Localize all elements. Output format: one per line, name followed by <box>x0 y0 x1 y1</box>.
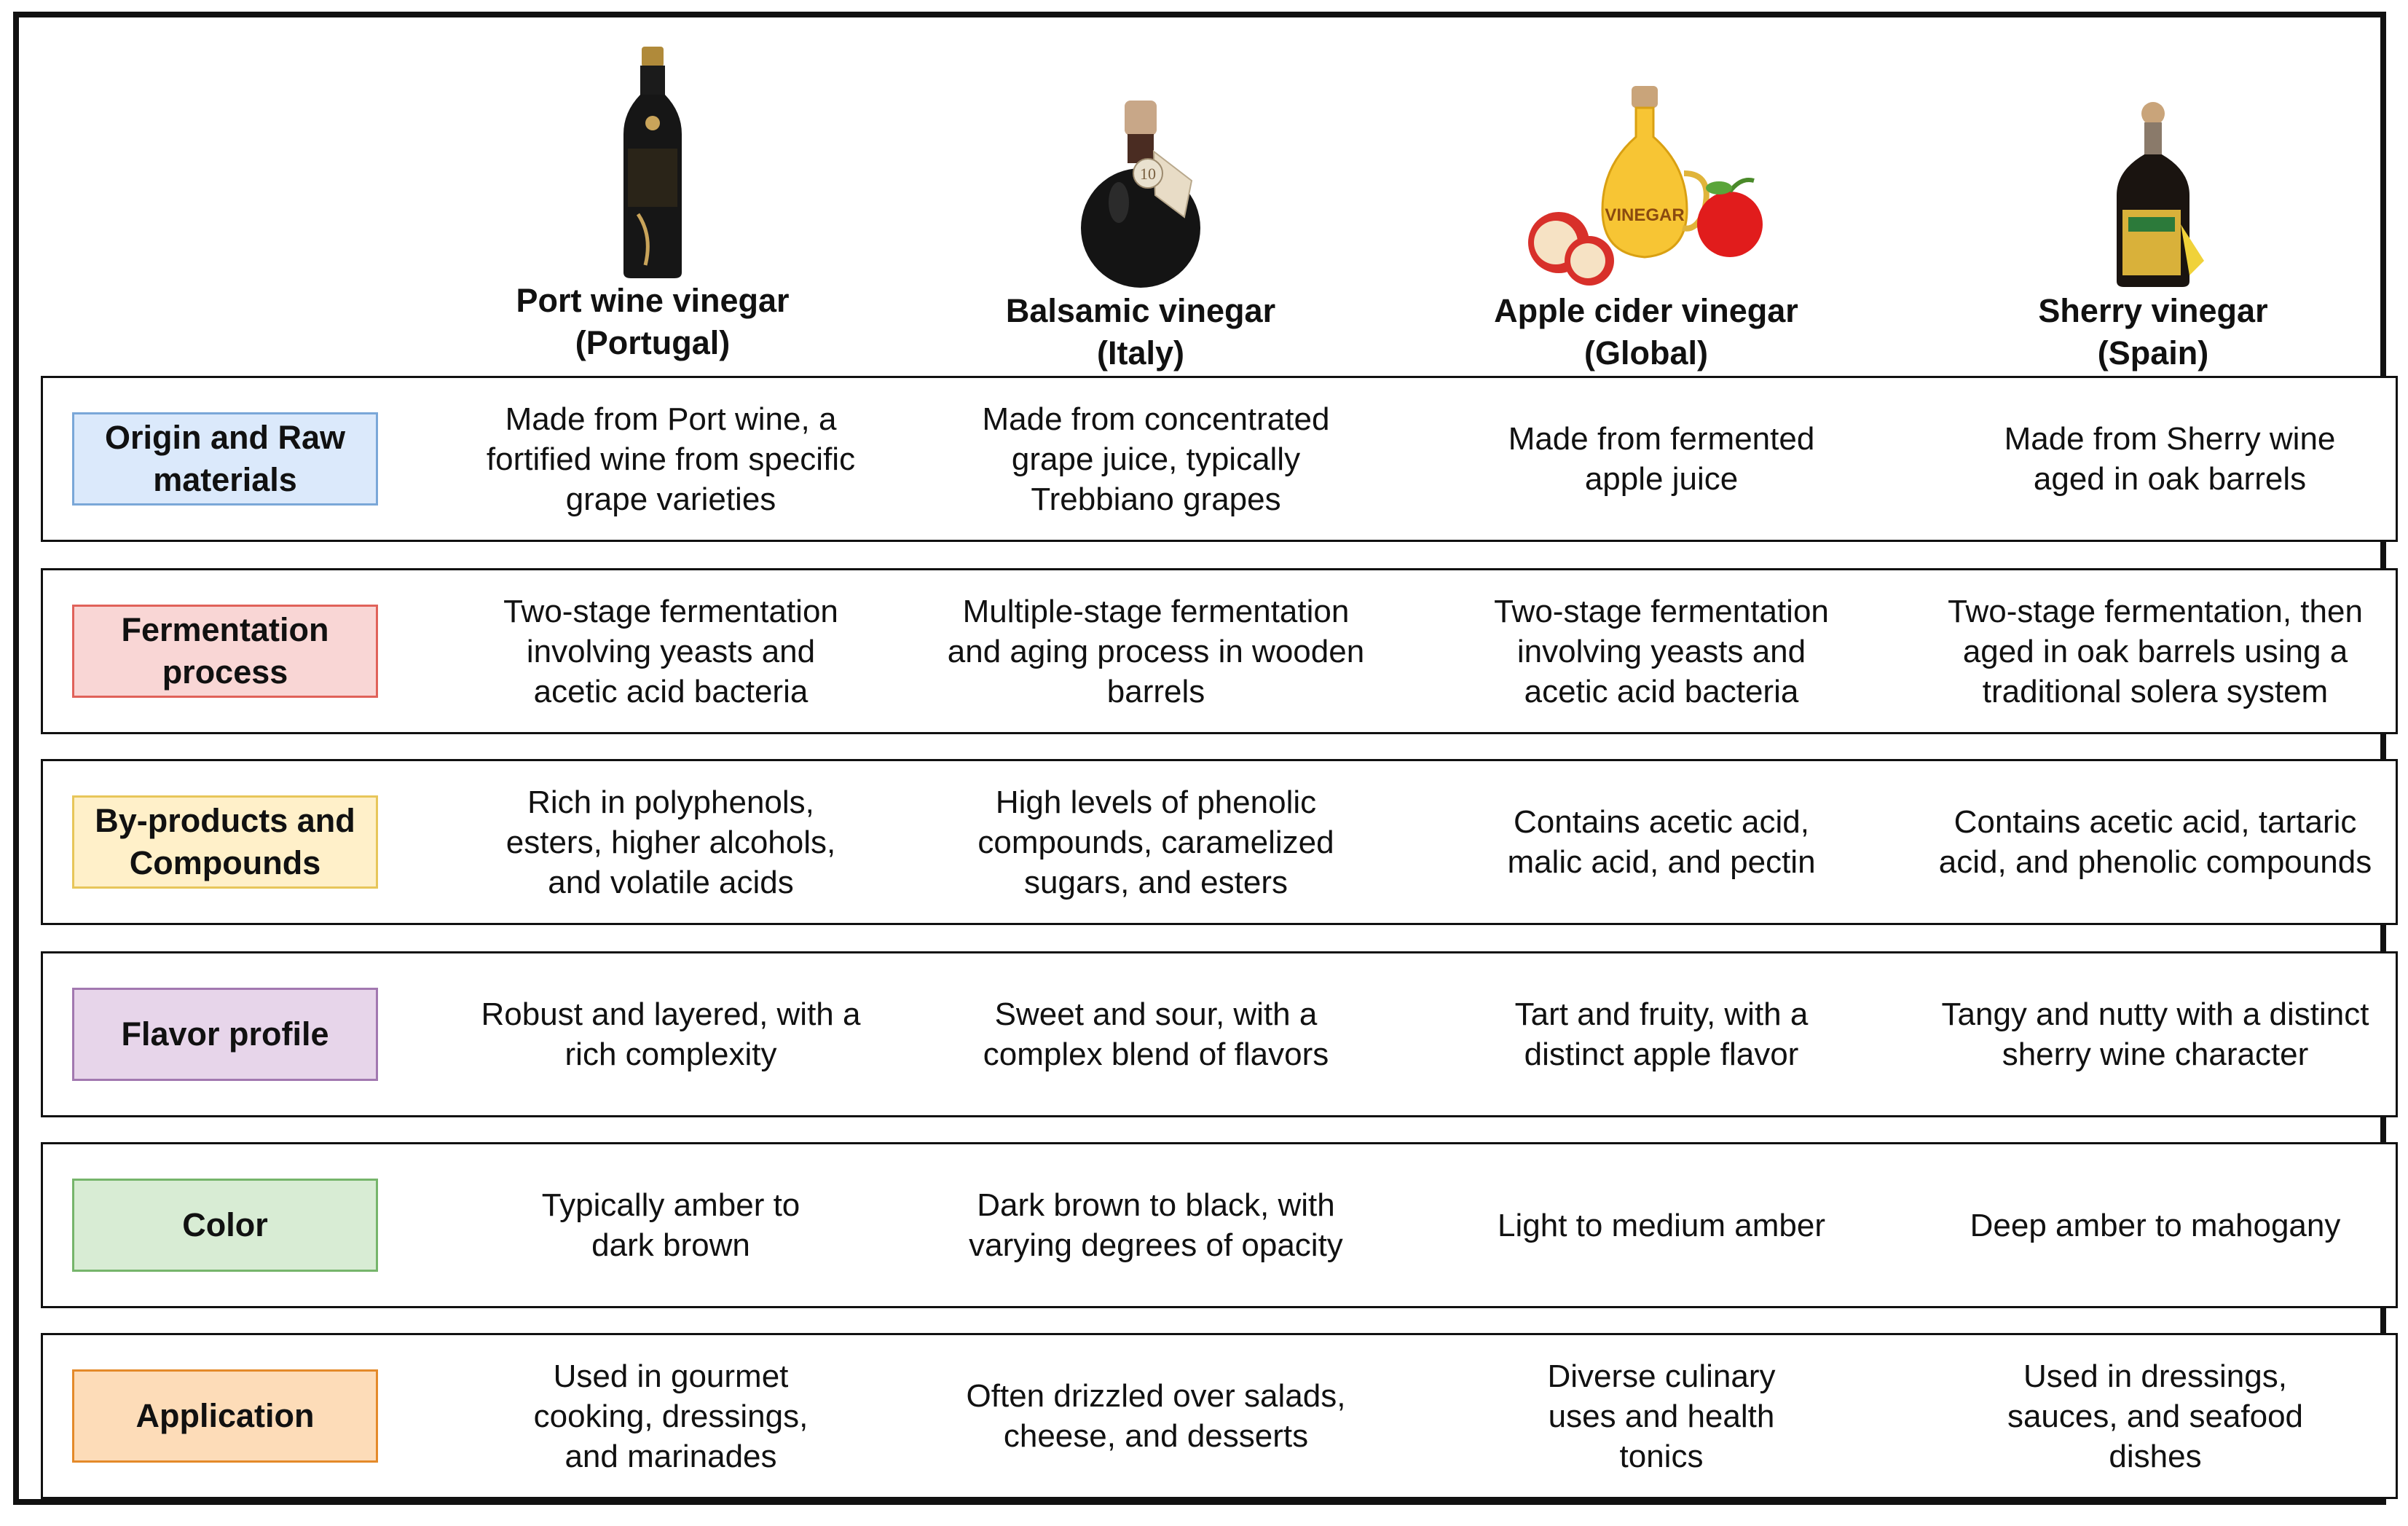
column-name: Balsamic vinegar <box>1005 292 1276 329</box>
column-region: (Portugal) <box>575 324 731 361</box>
cell-apple-cider: Two-stage fermentation involving yeasts … <box>1494 593 1829 709</box>
cell-sherry: Used in dressings, sauces, and seafood d… <box>2007 1358 2304 1474</box>
cell-balsamic: Multiple-stage fermentation and aging pr… <box>947 593 1365 709</box>
cell-sherry: Tangy and nutty with a distinct sherry w… <box>1941 996 2369 1072</box>
cell-apple-cider: Light to medium amber <box>1498 1207 1825 1243</box>
row-label: Fermentation process <box>72 605 378 698</box>
port-wine-vinegar-bottle-icon <box>623 47 682 278</box>
cell-port: Typically amber to dark brown <box>541 1187 800 1263</box>
row-label: Origin and Raw materials <box>72 412 378 506</box>
comparison-figure: Port wine vinegar (Portugal) 10 Balsamic… <box>13 12 2398 1505</box>
cell-apple-cider: Made from fermented apple juice <box>1508 421 1815 497</box>
column-region: (Spain) <box>2097 334 2209 371</box>
column-header-balsamic: 10 Balsamic vinegar (Italy) <box>922 42 1359 374</box>
cell-apple-cider: Diverse culinary uses and health tonics <box>1547 1358 1776 1474</box>
cell-port: Made from Port wine, a fortified wine fr… <box>486 401 856 517</box>
cell-port: Two-stage fermentation involving yeasts … <box>503 593 838 709</box>
cell-balsamic: Often drizzled over salads, cheese, and … <box>966 1378 1346 1454</box>
cell-balsamic: Sweet and sour, with a complex blend of … <box>983 996 1329 1072</box>
cell-sherry: Made from Sherry wine aged in oak barrel… <box>2004 421 2336 497</box>
cell-sherry: Contains acetic acid, tartaric acid, and… <box>1938 804 2372 880</box>
balsamic-vinegar-bottle-icon: 10 <box>1081 101 1200 288</box>
column-name: Apple cider vinegar <box>1494 292 1798 329</box>
sherry-vinegar-bottle-icon <box>2117 102 2204 287</box>
row-origin: Origin and Raw materials Made from Port … <box>41 376 2398 542</box>
column-name: Port wine vinegar <box>516 282 790 319</box>
row-application: Application Used in gourmet cooking, dre… <box>41 1333 2398 1499</box>
row-color: Color Typically amber to dark brown Dark… <box>41 1142 2398 1308</box>
row-label: Flavor profile <box>72 988 378 1081</box>
cell-balsamic: Dark brown to black, with varying degree… <box>969 1187 1343 1263</box>
row-flavor: Flavor profile Robust and layered, with … <box>41 951 2398 1117</box>
column-region: (Italy) <box>1096 334 1184 371</box>
balsamic-tag-number: 10 <box>1140 165 1156 183</box>
row-label: Color <box>72 1179 378 1272</box>
column-header-port: Port wine vinegar (Portugal) <box>434 32 871 364</box>
cell-apple-cider: Contains acetic acid, malic acid, and pe… <box>1507 804 1816 880</box>
cell-balsamic: Made from concentrated grape juice, typi… <box>982 401 1330 517</box>
cell-port: Robust and layered, with a rich complexi… <box>481 996 861 1072</box>
apple-cider-vinegar-jug-icon: VINEGAR <box>1528 86 1763 286</box>
row-label: Application <box>72 1369 378 1463</box>
column-name: Sherry vinegar <box>2038 292 2268 329</box>
cell-balsamic: High levels of phenolic compounds, caram… <box>977 784 1334 900</box>
row-byproducts: By-products and Compounds Rich in polyph… <box>41 759 2398 925</box>
cell-sherry: Two-stage fermentation, then aged in oak… <box>1948 593 2363 709</box>
cell-port: Rich in polyphenols, esters, higher alco… <box>505 784 836 900</box>
column-region: (Global) <box>1584 334 1708 371</box>
jug-label: VINEGAR <box>1605 205 1684 225</box>
row-fermentation: Fermentation process Two-stage fermentat… <box>41 568 2398 734</box>
cell-port: Used in gourmet cooking, dressings, and … <box>533 1358 808 1474</box>
column-header-sherry: Sherry vinegar (Spain) <box>1935 42 2372 374</box>
cell-apple-cider: Tart and fruity, with a distinct apple f… <box>1514 996 1809 1072</box>
cell-sherry: Deep amber to mahogany <box>1970 1207 2341 1243</box>
row-label: By-products and Compounds <box>72 795 378 889</box>
column-header-apple-cider: VINEGAR Apple cider vinegar (Global) <box>1428 42 1865 374</box>
